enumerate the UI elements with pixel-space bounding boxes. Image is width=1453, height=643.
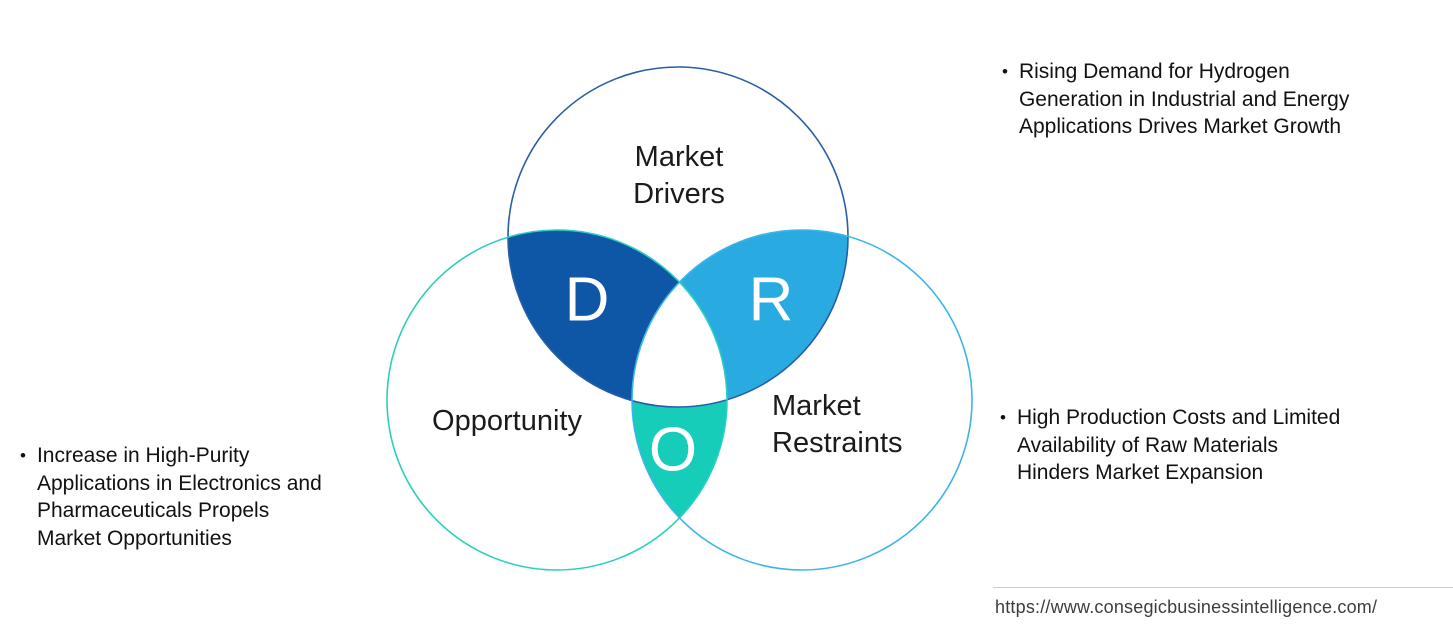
footer-divider [993,587,1453,588]
restraints-label-line1: Market [772,390,861,422]
bullet-icon: • [1000,408,1006,427]
opportunity-letter: O [649,416,697,485]
opportunity-circle [386,229,728,571]
restraints-bullet-text: High Production Costs and Limited Availa… [1016,406,1341,485]
opportunity-label: Opportunity [432,405,582,437]
restraints-bullet: • High Production Costs and Limited Avai… [1000,404,1420,487]
opportunity-bullet-text: Increase in High-Purity Applications in … [36,444,322,551]
restraints-label-line2: Restraints [772,427,903,459]
drivers-label-line1: Market [635,141,724,173]
source-url: https://www.consegicbusinessintelligence… [995,597,1378,617]
restraints-circle [631,229,973,571]
drivers-bullet-text: Rising Demand for Hydrogen Generation in… [1018,60,1350,139]
bullet-icon: • [1002,62,1008,81]
drivers-label-line2: Drivers [633,178,725,210]
drivers-bullet: • Rising Demand for Hydrogen Generation … [1002,58,1422,141]
drivers-letter: D [565,266,610,335]
bullet-icon: • [20,446,26,465]
restraints-letter: R [749,266,794,335]
opportunity-bullet: • Increase in High-Purity Applications i… [20,442,390,553]
